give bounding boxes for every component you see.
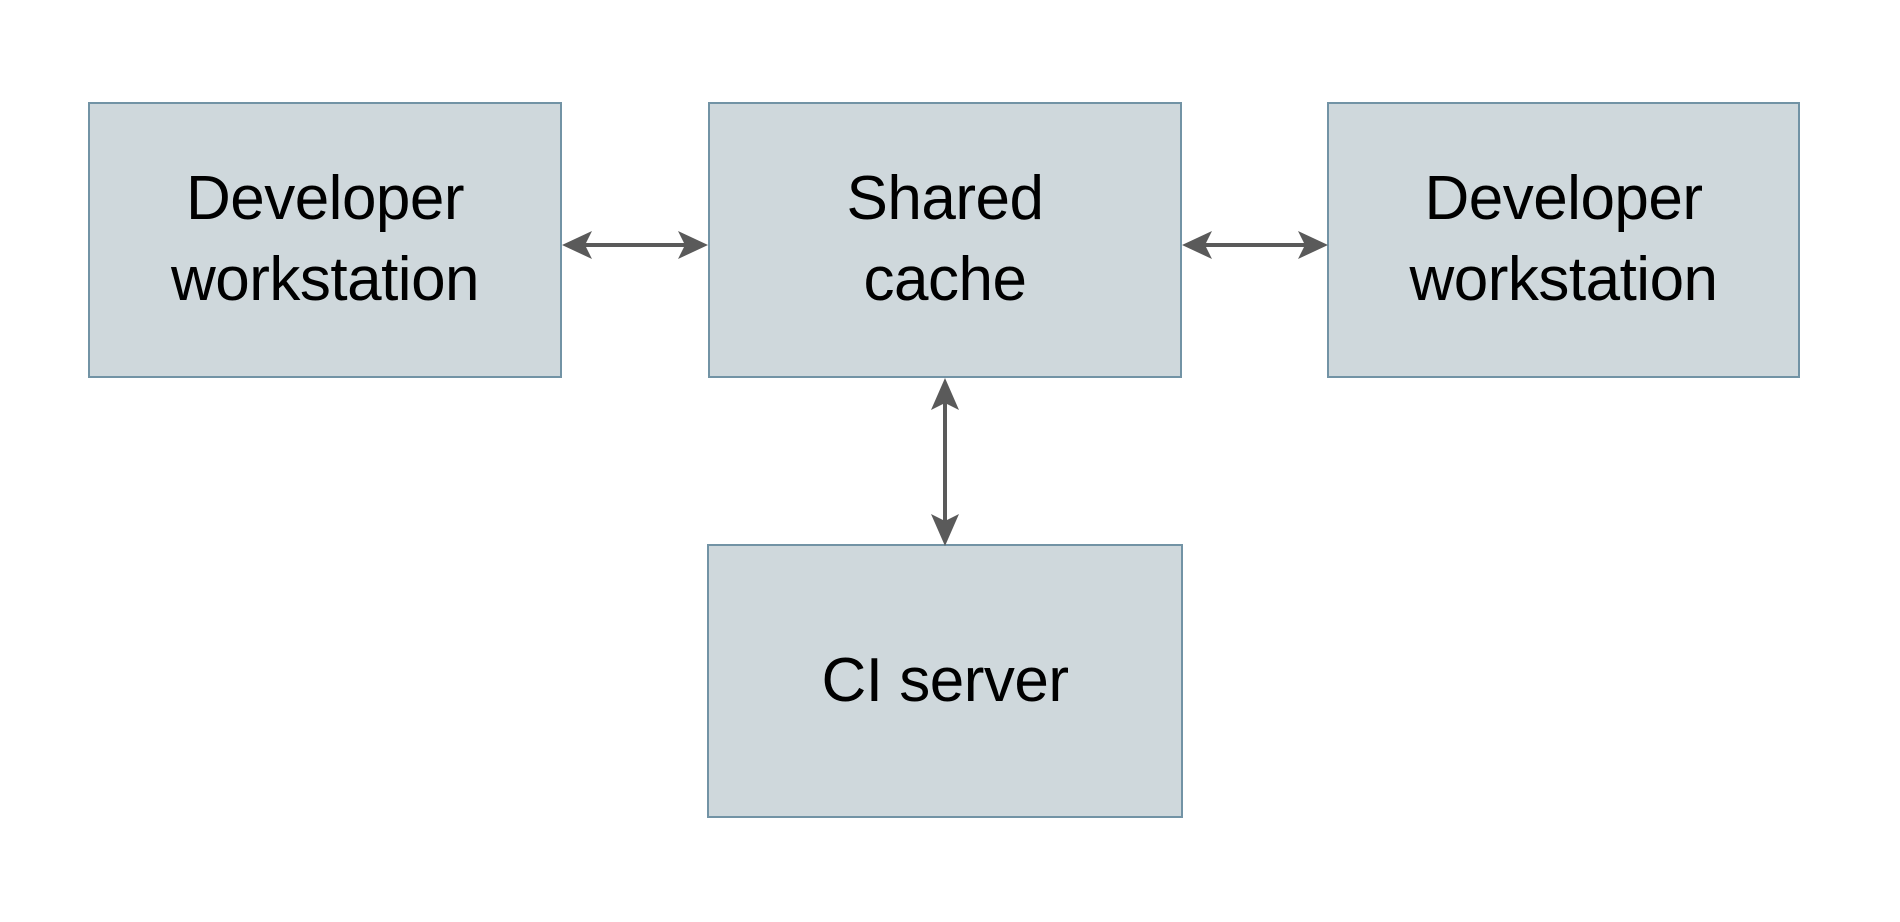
double-headed-arrow-icon — [931, 378, 959, 546]
node-shared-cache[interactable]: Shared cache — [708, 102, 1182, 378]
edge-shared-cache-to-ci-server[interactable] — [905, 372, 985, 552]
node-label: CI server — [821, 645, 1069, 715]
node-developer-workstation-right[interactable]: Developer workstation — [1327, 102, 1800, 378]
edge-developer-left-to-shared-cache[interactable] — [556, 205, 714, 285]
edge-shared-cache-to-developer-right[interactable] — [1176, 205, 1334, 285]
node-label: Developer workstation — [1409, 164, 1718, 314]
node-developer-workstation-left[interactable]: Developer workstation — [88, 102, 562, 378]
node-label: Developer workstation — [170, 164, 480, 314]
node-label: Shared cache — [846, 164, 1044, 314]
double-headed-arrow-icon — [562, 231, 708, 259]
node-ci-server[interactable]: CI server — [707, 544, 1183, 818]
double-headed-arrow-icon — [1182, 231, 1328, 259]
